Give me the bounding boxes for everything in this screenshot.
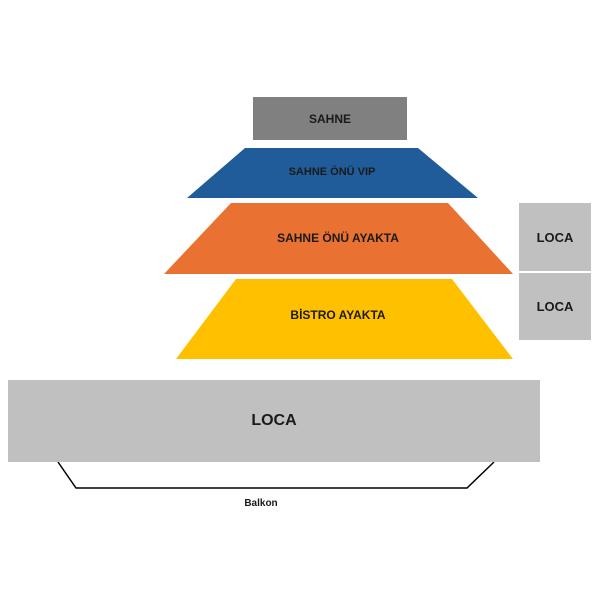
box-right-2-label: LOCA <box>536 299 574 314</box>
balcony-bracket <box>57 461 495 489</box>
box-main-label: LOCA <box>251 412 297 429</box>
box-main[interactable]: LOCA <box>8 380 540 462</box>
vip-label: SAHNE ÖNÜ VIP <box>288 166 376 178</box>
box-right-2[interactable]: LOCA <box>519 273 591 340</box>
box-right-1-label: LOCA <box>536 229 574 245</box>
bistro-standing-label: BİSTRO AYAKTA <box>290 308 386 322</box>
balcony-label: Balkon <box>244 497 278 509</box>
stage-label: SAHNE <box>308 111 351 126</box>
bistro-standing-area[interactable] <box>176 279 513 359</box>
front-standing-label: SAHNE ÖNÜ AYAKTA <box>277 231 399 245</box>
box-right-1[interactable]: LOCA <box>519 203 591 271</box>
front-standing-area[interactable] <box>164 203 513 274</box>
stage-block[interactable]: SAHNE <box>253 97 407 140</box>
vip-area[interactable] <box>187 148 478 198</box>
